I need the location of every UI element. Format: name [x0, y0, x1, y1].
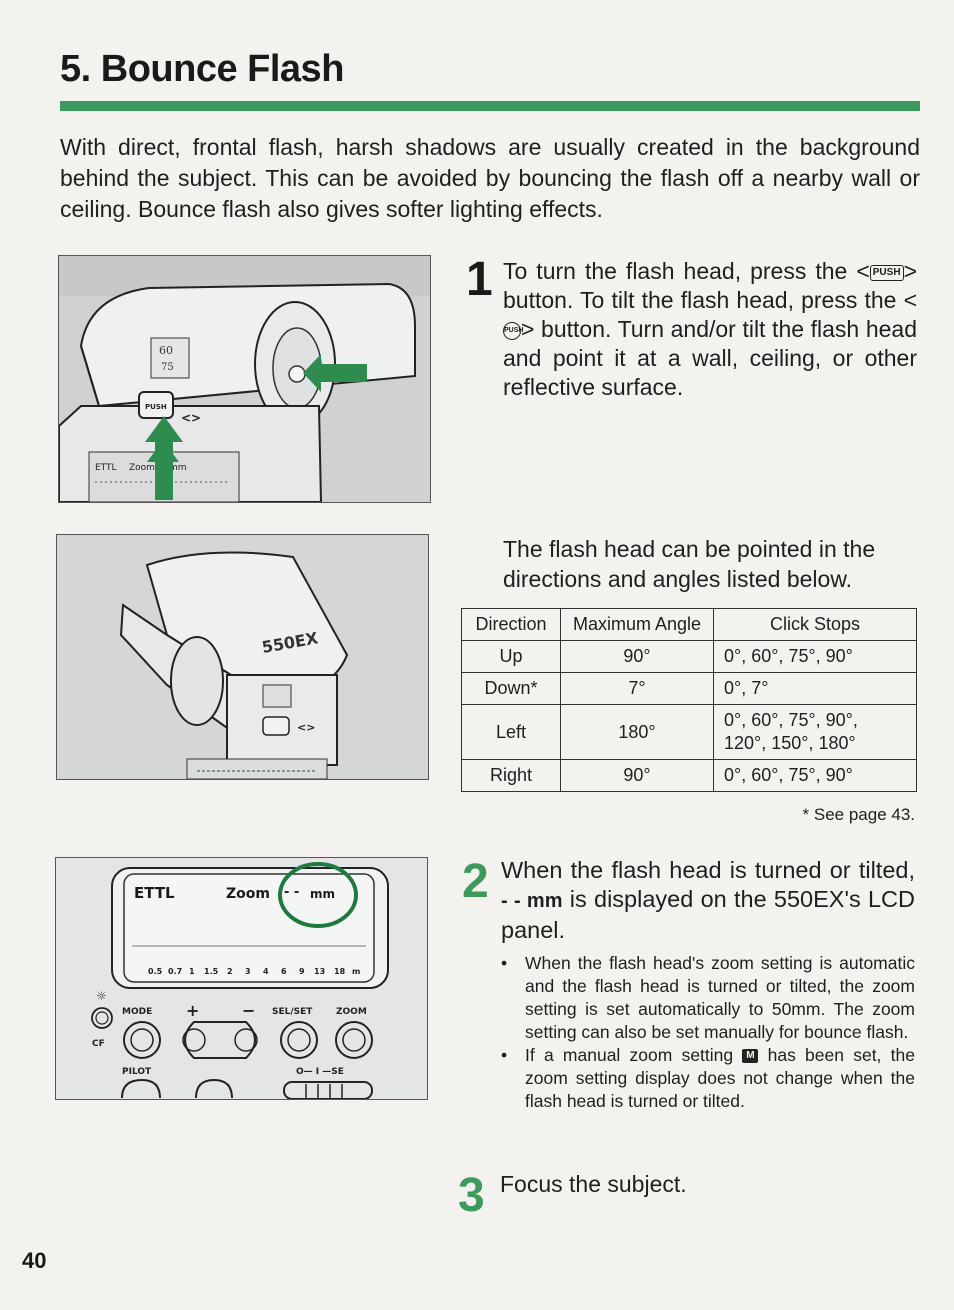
svg-text:PUSH: PUSH [145, 403, 167, 411]
step-1-text-part1: To turn the flash head, press the < [503, 258, 870, 284]
cell-click-stops: 0°, 7° [713, 672, 917, 705]
flash-tilt-illustration: 550EX <> [57, 535, 428, 779]
step-1-text-part2: > button. To tilt the flash head, press … [503, 258, 917, 313]
svg-text:75: 75 [161, 362, 174, 373]
bullet-item: When the flash head's zoom setting is au… [499, 952, 915, 1044]
scale-tick: 0.5 [148, 967, 163, 976]
title-rule [60, 101, 920, 111]
scale-tick: m [352, 967, 360, 976]
selset-label: SEL/SET [272, 1007, 313, 1017]
table-row: Left 180° 0°, 60°, 75°, 90°, 120°, 150°,… [461, 704, 917, 760]
mode-label: MODE [122, 1007, 152, 1017]
minus-label: − [242, 1001, 255, 1020]
table-row: Up 90° 0°, 60°, 75°, 90° [461, 640, 917, 673]
svg-text:ETTL: ETTL [95, 463, 117, 473]
cell-click-stops: 0°, 60°, 75°, 90° [713, 640, 917, 673]
zoom-button-label: ZOOM [336, 1007, 367, 1017]
cell-max-angle: 180° [560, 704, 714, 760]
intro-paragraph: With direct, frontal flash, harsh shadow… [60, 134, 920, 222]
lcd-mm-label: mm [310, 887, 335, 901]
step-1-number: 1 [466, 253, 493, 306]
table-footnote: * See page 43. [802, 805, 915, 824]
lcd-dashes: - - [284, 885, 299, 900]
cell-click-stops: 0°, 60°, 75°, 90° [713, 759, 917, 792]
figure-flash-head-tilt: 550EX <> [56, 534, 429, 780]
click-stops-line-2: 120°, 150°, 180° [724, 733, 856, 753]
step-3-text: Focus the subject. [500, 1171, 687, 1197]
svg-text:<>: <> [297, 721, 315, 734]
page-title: 5. Bounce Flash [60, 48, 344, 90]
table-row: Down* 7° 0°, 7° [461, 672, 917, 705]
scale-tick: 6 [281, 967, 287, 976]
scale-tick: 13 [314, 967, 325, 976]
cell-direction: Left [461, 704, 561, 760]
power-switch-label: O— I —SE [296, 1067, 344, 1077]
figure-lcd-panel: ETTL Zoom - - mm 0.5 0.7 1 1.5 2 3 4 6 9… [55, 857, 428, 1100]
table-header-row: Direction Maximum Angle Click Stops [461, 608, 917, 641]
tilt-button-icon: PUSH [503, 321, 523, 340]
scale-tick: 1 [189, 967, 195, 976]
scale-tick: 0.7 [168, 967, 182, 976]
bullet-2-part2: has been set, the zoom setting display d… [525, 1045, 915, 1111]
step-2-text: When the flash head is turned or tilted,… [501, 856, 915, 945]
scale-tick: 9 [299, 967, 305, 976]
bullet-1-text: When the flash head's zoom setting is au… [525, 953, 915, 1042]
svg-text:Zoom: Zoom [129, 463, 155, 473]
lcd-ettl-label: ETTL [134, 884, 175, 902]
cell-direction: Up [461, 640, 561, 673]
col-header-direction: Direction [461, 608, 561, 641]
step-2-bullets: When the flash head's zoom setting is au… [499, 952, 915, 1113]
figure-flash-head-rotate: 60 75 PUSH <> ETTL Zoom mm [58, 255, 431, 503]
bullet-2-part1: If a manual zoom setting [525, 1045, 734, 1065]
table-row: Right 90° 0°, 60°, 75°, 90° [461, 759, 917, 792]
step-2-text-part2: is displayed on the 550EX's LCD panel. [501, 886, 915, 943]
svg-text:<>: <> [181, 411, 201, 425]
push-button-icon: PUSH [869, 264, 904, 281]
step-2-text-part1: When the flash head is turned or tilted, [501, 857, 915, 883]
scale-tick: 18 [334, 967, 346, 976]
page-number: 40 [22, 1248, 47, 1273]
svg-text:mm: mm [169, 463, 187, 473]
lcd-panel-illustration: ETTL Zoom - - mm 0.5 0.7 1 1.5 2 3 4 6 9… [56, 858, 427, 1099]
scale-tick: 1.5 [204, 967, 219, 976]
step-1-text: To turn the flash head, press the <PUSH>… [503, 257, 917, 402]
scale-tick: 3 [245, 967, 251, 976]
cell-max-angle: 90° [560, 640, 714, 673]
scale-tick: 2 [227, 967, 233, 976]
cell-max-angle: 90° [560, 759, 714, 792]
col-header-click-stops: Click Stops [713, 608, 917, 641]
flash-head-illustration: 60 75 PUSH <> ETTL Zoom mm [59, 256, 430, 502]
mm-symbol: - - mm [501, 890, 563, 912]
directions-intro: The flash head can be pointed in the dir… [503, 536, 876, 592]
svg-text:60: 60 [159, 344, 173, 357]
highlight-circle [278, 862, 358, 928]
manual-zoom-icon: M [742, 1049, 759, 1064]
click-stops-line-1: 0°, 60°, 75°, 90°, [724, 710, 858, 730]
cell-direction: Right [461, 759, 561, 792]
step-2-number: 2 [462, 855, 489, 908]
step-1-text-part3: > button. Turn and/or tilt the flash hea… [503, 316, 917, 400]
cell-direction: Down* [461, 672, 561, 705]
bullet-item: If a manual zoom setting M has been set,… [499, 1044, 915, 1113]
cf-label: CF [92, 1039, 105, 1049]
col-header-max-angle: Maximum Angle [560, 608, 714, 641]
pilot-label: PILOT [122, 1067, 152, 1077]
lcd-zoom-label: Zoom [226, 886, 270, 902]
plus-label: + [186, 1001, 199, 1020]
angle-table: Direction Maximum Angle Click Stops Up 9… [461, 608, 917, 792]
scale-tick: 4 [263, 967, 269, 976]
cell-max-angle: 7° [560, 672, 714, 705]
step-3-number: 3 [458, 1169, 485, 1222]
cell-click-stops: 0°, 60°, 75°, 90°, 120°, 150°, 180° [713, 704, 917, 760]
light-icon: ☼ [96, 989, 107, 1003]
